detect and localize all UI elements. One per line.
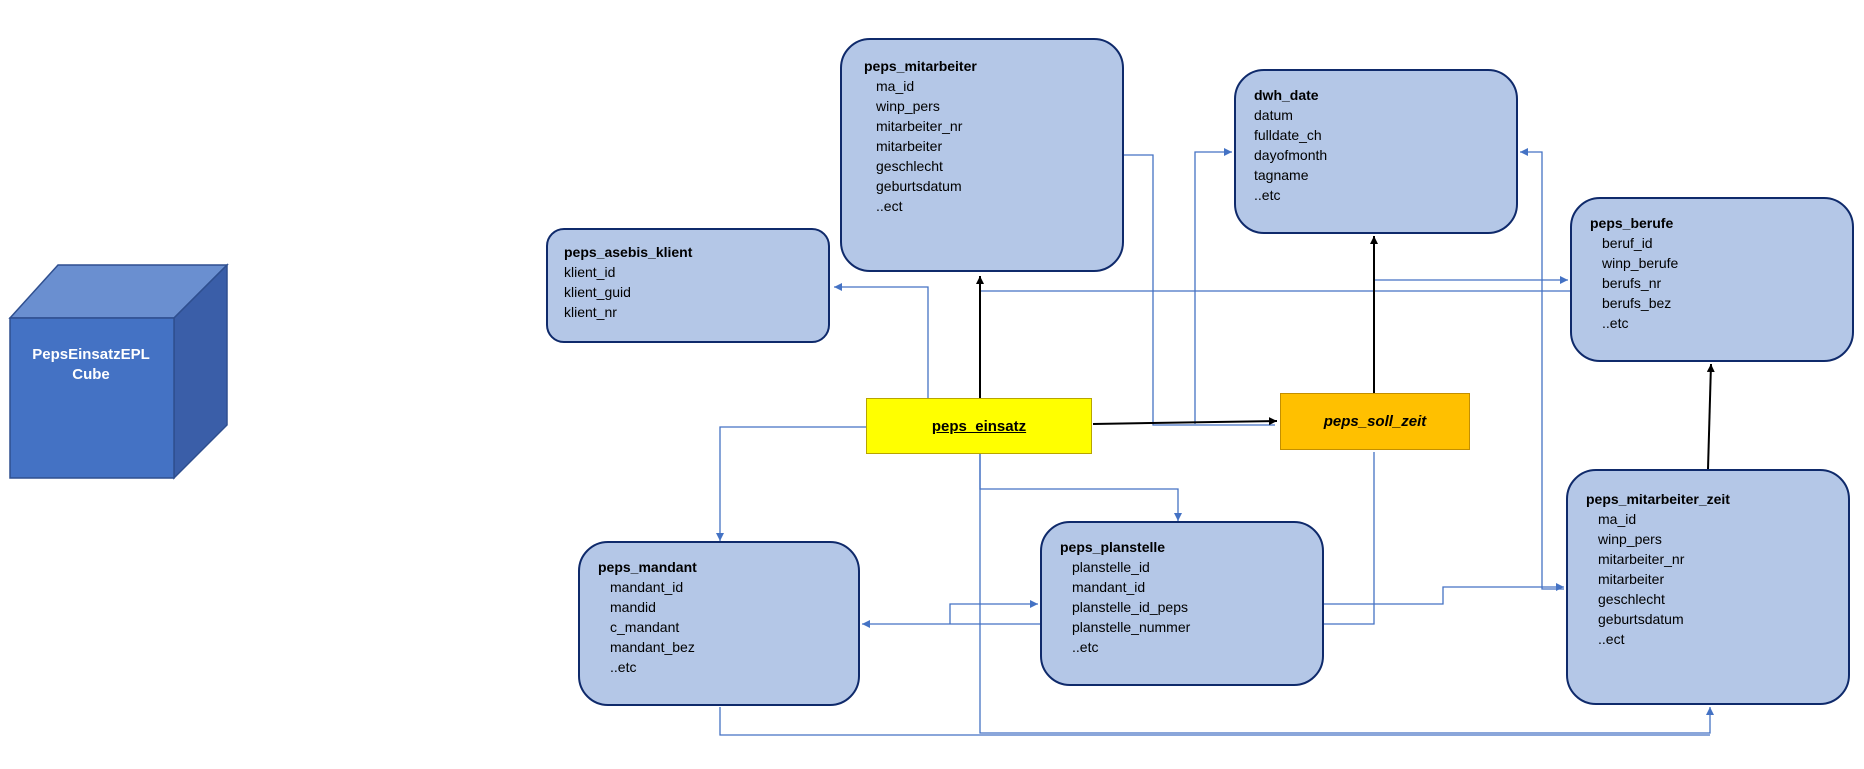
entity-field: ..etc [610, 659, 637, 675]
entity-field: ma_id [1598, 511, 1637, 527]
entity-field: planstelle_id [1072, 559, 1150, 575]
entity-field: klient_nr [564, 304, 617, 320]
entity-field: mandant_id [1072, 579, 1146, 595]
entity-field: mitarbeiter_nr [876, 118, 963, 134]
entity-title: peps_asebis_klient [564, 244, 693, 260]
entity-field: mitarbeiter [876, 138, 943, 154]
connector-mitarbeiter-soll-zeit [1122, 154, 1275, 426]
connector-mitarbeiter-zeit-berufe [1706, 363, 1715, 470]
entity-field: beruf_id [1602, 235, 1653, 251]
fact-peps-soll-zeit[interactable]: peps_soll_zeit [1280, 393, 1470, 450]
entity-field: c_mandant [610, 619, 680, 635]
entity-field: mandant_bez [610, 639, 695, 655]
entity-field: planstelle_nummer [1072, 619, 1191, 635]
entity-peps-asebis-klient[interactable]: peps_asebis_klient klient_id klient_guid… [546, 228, 830, 343]
entity-field: berufs_nr [1602, 275, 1662, 291]
entity-field: ..ect [876, 198, 903, 214]
entity-peps-mitarbeiter-zeit[interactable]: peps_mitarbeiter_zeit ma_id winp_pers mi… [1566, 469, 1850, 705]
entity-title: peps_mitarbeiter_zeit [1586, 491, 1730, 507]
fact-label: peps_einsatz [931, 417, 1027, 435]
cube-label-line2: Cube [72, 366, 110, 383]
entity-field: ..etc [1254, 187, 1281, 203]
cube-label: PepsEinsatzEPL Cube [10, 320, 172, 410]
entity-peps-mitarbeiter[interactable]: peps_mitarbeiter ma_id winp_pers mitarbe… [840, 38, 1124, 272]
entity-field: mitarbeiter_nr [1598, 551, 1685, 567]
connector-einsatz-dwh-date [1194, 148, 1232, 424]
entity-title: peps_mitarbeiter [864, 58, 977, 74]
entity-field: geburtsdatum [1598, 611, 1684, 627]
fact-peps-einsatz[interactable]: peps_einsatz [866, 398, 1092, 454]
connector-einsatz-planstelle [979, 454, 1182, 521]
cube-label-line1: PepsEinsatzEPL [32, 346, 150, 363]
entity-field: tagname [1254, 167, 1309, 183]
entity-title: peps_planstelle [1060, 539, 1166, 555]
entity-field: winp_berufe [1602, 255, 1679, 271]
entity-dwh-date[interactable]: dwh_date datum fulldate_ch dayofmonth ta… [1234, 69, 1518, 234]
connector-einsatz-mandant [716, 426, 868, 541]
entity-field: ..etc [1602, 315, 1629, 331]
connector-soll-zeit-mandant [862, 452, 1375, 628]
entity-peps-berufe[interactable]: peps_berufe beruf_id winp_berufe berufs_… [1570, 197, 1854, 362]
entity-field: berufs_bez [1602, 295, 1672, 311]
entity-title: peps_berufe [1590, 215, 1674, 231]
entity-field: mandant_id [610, 579, 684, 595]
entity-field: datum [1254, 107, 1293, 123]
entity-field: ma_id [876, 78, 915, 94]
connector-mandant-mitarbeiter-zeit [719, 707, 1710, 736]
entity-peps-mandant[interactable]: peps_mandant mandant_id mandid c_mandant… [578, 541, 860, 706]
connector-einsatz-asebis-klient [834, 283, 929, 398]
entity-field: winp_pers [876, 98, 940, 114]
connector-einsatz-soll-zeit [1092, 417, 1278, 426]
entity-field: klient_guid [564, 284, 631, 300]
entity-title: peps_mandant [598, 559, 697, 575]
entity-field: geschlecht [876, 158, 943, 174]
entity-field: klient_id [564, 264, 616, 280]
entity-field: mandid [610, 599, 656, 615]
connector-planstelle-mitarbeiter-zeit [1324, 583, 1564, 605]
entity-field: mitarbeiter [1598, 571, 1665, 587]
entity-field: ..ect [1598, 631, 1625, 647]
connector-mitarbeiter-zeit-dwh-date [1520, 148, 1564, 590]
fact-label: peps_soll_zeit [1323, 413, 1427, 430]
connector-mandant-planstelle [949, 600, 1038, 624]
entity-field: planstelle_id_peps [1072, 599, 1188, 615]
entity-field: winp_pers [1598, 531, 1662, 547]
cube-shape [8, 263, 229, 480]
connector-einsatz-mitarbeiter-zeit [979, 454, 1714, 734]
entity-field: dayofmonth [1254, 147, 1328, 163]
entity-field: geburtsdatum [876, 178, 962, 194]
entity-peps-planstelle[interactable]: peps_planstelle planstelle_id mandant_id… [1040, 521, 1324, 686]
entity-field: fulldate_ch [1254, 127, 1322, 143]
entity-field: geschlecht [1598, 591, 1665, 607]
entity-field: ..etc [1072, 639, 1099, 655]
entity-title: dwh_date [1254, 87, 1319, 103]
